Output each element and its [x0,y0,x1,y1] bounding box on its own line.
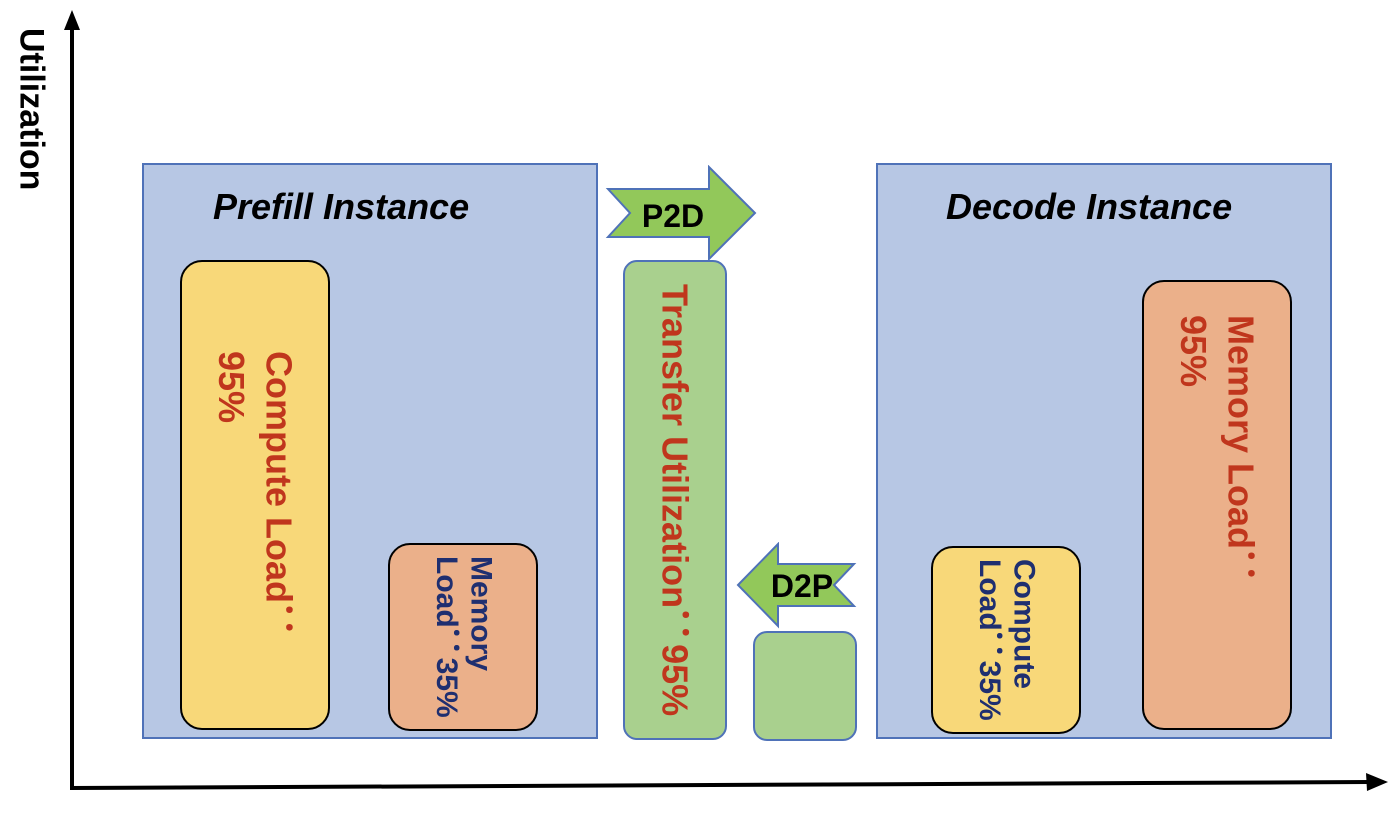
x-axis-line [69,780,1371,790]
decode-compute-load-label-line2: Load： [973,559,1006,661]
prefill-memory-load-bar: Memory Load：35% [388,543,538,731]
d2p-utilization-bar [753,631,857,741]
decode-memory-load-text: Memory Load： 95% [1173,314,1262,586]
decode-compute-load-text: Compute Load：35% [972,559,1041,721]
prefill-instance-title: Prefill Instance [213,186,470,227]
prefill-compute-load-text: Compute Load： 95% [211,351,300,639]
d2p-arrow-label: D2P [770,567,834,604]
prefill-memory-load-label-line1: Memory [464,556,498,672]
prefill-compute-load-bar: Compute Load： 95% [180,260,330,730]
y-axis-label: Utilization [12,28,51,191]
prefill-memory-load-value: 35% [430,657,463,718]
p2d-arrow [605,165,757,262]
prefill-compute-load-label: Compute Load： [258,351,300,639]
decode-compute-load-bar: Compute Load：35% [931,546,1081,734]
transfer-utilization-bar: Transfer Utilization：95% [623,260,727,740]
decode-compute-load-value: 35% [973,660,1006,721]
decode-compute-load-label-line1: Compute [1007,559,1041,690]
decode-memory-load-label: Memory Load： [1220,314,1262,586]
y-axis-arrowhead [64,10,80,30]
d2p-arrow [736,542,857,629]
decode-memory-load-value: 95% [1173,314,1214,388]
prefill-memory-load-label-line2: Load： [430,556,463,658]
decode-instance-title: Decode Instance [946,186,1233,227]
prefill-compute-load-value: 95% [211,351,252,424]
x-axis-arrowhead [1366,773,1388,791]
transfer-utilization-text: Transfer Utilization：95% [654,283,696,717]
transfer-utilization-value: 95% [654,644,696,717]
decode-memory-load-bar: Memory Load： 95% [1142,280,1292,730]
transfer-utilization-label: Transfer Utilization： [654,283,696,644]
prefill-memory-load-text: Memory Load：35% [429,556,498,718]
p2d-arrow-label: P2D [641,197,705,234]
